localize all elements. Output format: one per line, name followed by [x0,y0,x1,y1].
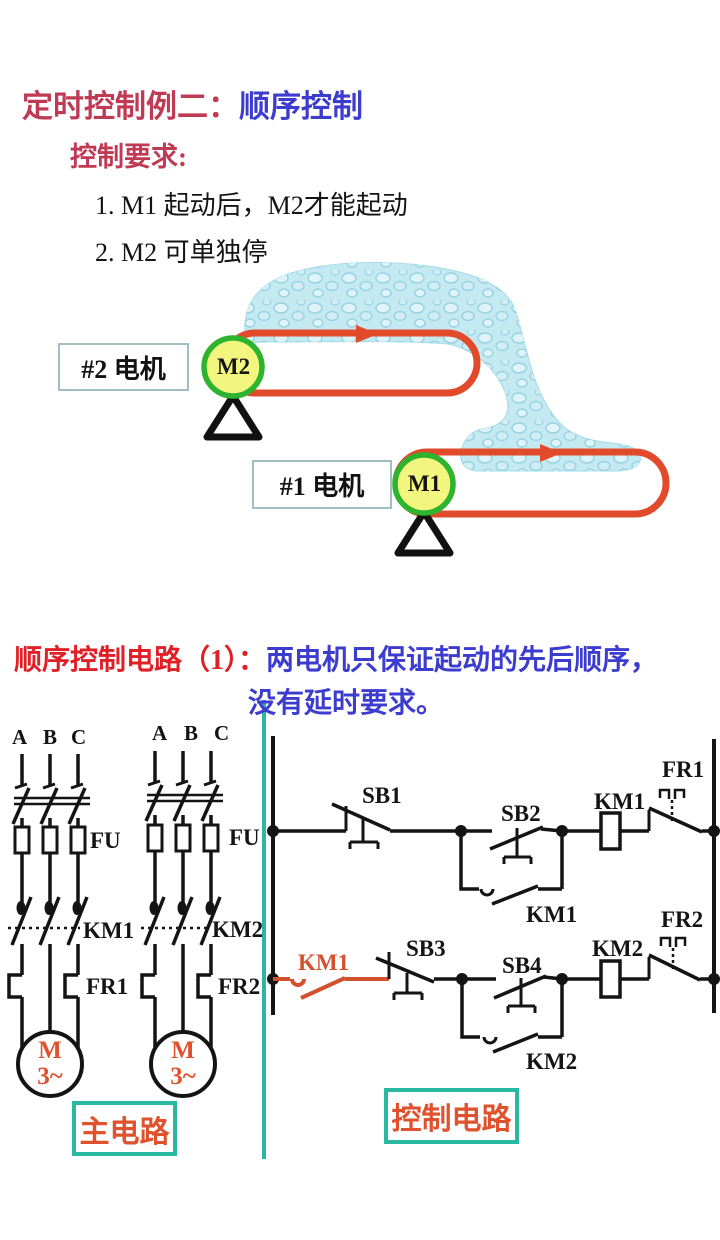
b1-phase-b: B [43,725,58,749]
b2-overload-label: FR2 [218,974,261,999]
sb3-nc-pushbutton [375,952,435,1000]
b1-motor-3ph: 3~ [37,1063,63,1090]
section-heading: 顺序控制电路（1）：两电机只保证起动的先后顺序， [14,645,659,677]
km1-coil [599,811,622,851]
km1-coil-label: KM1 [594,789,646,814]
fr1-contact-label: FR1 [662,757,705,782]
sb2-no-pushbutton [489,825,544,864]
branch1-disconnect [11,754,90,825]
control-circuit-caption-box: 控制电路 [384,1088,519,1144]
branch2-contactor-contacts [141,896,222,946]
requirements-heading: 控制要求: [70,142,187,172]
branch1-overload-heaters [7,944,80,1049]
belt2-direction-arrow [356,325,378,343]
sb4-no-pushbutton [493,974,547,1013]
material-flow [244,261,641,472]
page-title: 定时控制例二：顺序控制 [22,89,363,124]
branch2-overload-heaters [140,944,213,1049]
motor1-label: M1 [407,471,442,496]
b2-phase-a: A [152,721,168,745]
motor1-circle [392,452,456,516]
fr1-nc-contact [647,788,703,834]
section-heading-line2: 没有延时要求。 [248,688,445,719]
b1-contactor-label: KM1 [83,918,135,943]
belt1-label: #1 电机 [279,472,365,501]
fr2-nc-contact [647,936,701,982]
fr2-contact-label: FR2 [661,907,704,932]
b2-contactor-label: KM2 [212,917,264,942]
sb4-label: SB4 [502,953,542,978]
motor2-symbol [149,1030,217,1098]
branch2-disconnect [144,751,223,822]
requirement-item-2: 2. M2 可单独停 [95,238,268,267]
main-circuit [7,751,223,1098]
b2-phase-b: B [184,721,199,745]
km1-seal-label: KM1 [526,902,578,927]
motor2-circle [201,335,265,399]
motor1-support [394,508,454,557]
km1-interlock-contact [273,976,389,1000]
branch2-fuses [146,815,220,902]
km2-coil [599,959,622,999]
km2-coil-label: KM2 [592,936,644,961]
sb2-label: SB2 [501,801,541,826]
b2-motor-text: M 3~ [155,1038,211,1090]
b1-motor-text: M 3~ [22,1038,78,1090]
control-circuit-caption: 控制电路 [391,1103,512,1136]
page-title-red: 定时控制例二： [22,89,239,124]
b1-overload-label: FR1 [86,974,129,999]
branch1-fuses [13,818,87,902]
sb3-label: SB3 [406,936,446,961]
km1-seal-contact [459,831,564,906]
motor2-support [203,392,263,441]
km1-interlock-label: KM1 [298,950,350,975]
b2-motor-m: M [171,1037,195,1064]
b2-motor-3ph: 3~ [170,1063,196,1090]
b1-motor-m: M [38,1037,62,1064]
main-circuit-caption: 主电路 [79,1115,170,1149]
control-circuit [267,736,720,1054]
km2-seal-contact [460,979,564,1054]
sb1-nc-pushbutton [331,802,391,849]
main-circuit-caption-box: 主电路 [72,1101,177,1156]
belt2-label-box: #2 电机 [58,343,189,391]
rung2 [267,936,720,1054]
b2-fuse-label: FU [229,825,260,850]
section-heading-blue: 两电机只保证起动的先后顺序， [266,645,659,676]
belt2-label: #2 电机 [81,354,166,384]
page-title-blue: 顺序控制 [239,89,363,124]
section-heading-red: 顺序控制电路（1）： [14,645,267,676]
requirement-item-1: 1. M1 起动后，M2才能起动 [95,191,408,220]
motor1-symbol [16,1030,84,1098]
motor2-label: M2 [216,354,251,379]
b1-phase-c: C [71,725,87,749]
belt1-label-box: #1 电机 [252,460,392,509]
b1-fuse-label: FU [90,828,121,853]
b2-phase-c: C [214,721,230,745]
km2-seal-label: KM2 [526,1049,578,1074]
sb1-label: SB1 [362,783,402,808]
b1-phase-a: A [12,725,28,749]
belt1-direction-arrow [540,444,562,462]
rung1 [267,788,720,906]
branch1-contactor-contacts [8,896,89,946]
